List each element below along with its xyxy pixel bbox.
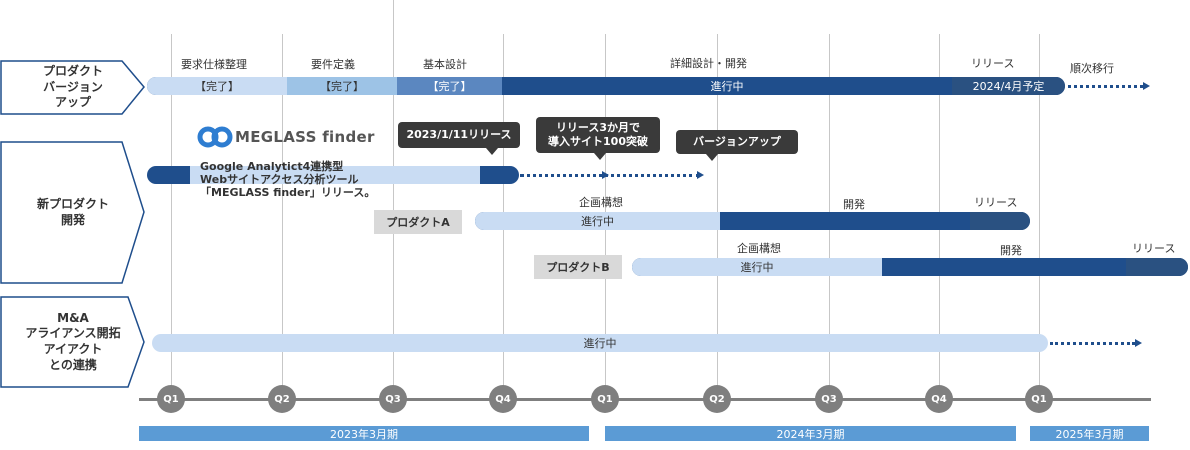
product-b-bar: 進行中: [632, 258, 1188, 276]
quarter-marker: Q2: [268, 385, 296, 413]
logo-text: MEGLASS finder: [235, 128, 375, 146]
upgrade-bar: 【完了】 【完了】 【完了】 進行中 2024/4月予定: [147, 77, 1065, 95]
fiscal-year-bar: 2023年3月期: [139, 426, 589, 441]
gridline: [171, 34, 172, 396]
finder-bar-light: [190, 166, 480, 184]
desc-line: Google Analytict4連携型: [200, 160, 344, 173]
arrow-head-icon: [1143, 82, 1150, 90]
chevron-shape: [0, 141, 145, 284]
phase-label: 企画構想: [579, 196, 623, 209]
logo-mark-icon: [197, 126, 233, 148]
finder-bar: [147, 166, 519, 184]
continuation-dots: [520, 174, 700, 177]
segment-label: 【完了】: [195, 80, 239, 93]
continuation-dots: [1068, 85, 1143, 88]
phase-label: 基本設計: [423, 58, 467, 71]
fiscal-year-label: 2023年3月期: [330, 427, 398, 441]
segment-progress: 進行中: [502, 77, 952, 95]
product-a-tag: プロダクトA: [374, 210, 462, 234]
quarter-marker: Q4: [925, 385, 953, 413]
quarter-marker: Q1: [157, 385, 185, 413]
quarter-marker: Q1: [1025, 385, 1053, 413]
arrow-head-icon: [1135, 339, 1142, 347]
callout-text: バージョンアップ: [693, 134, 781, 148]
chevron-shape: [0, 296, 145, 388]
fiscal-year-label: 2024年3月期: [776, 427, 845, 441]
segment-done: 【完了】: [147, 77, 287, 95]
phase-label: リリース: [971, 57, 1015, 70]
continuation-dots: [1050, 342, 1135, 345]
callout-milestone: リリース3か月で 導入サイト100突破: [536, 117, 660, 160]
segment-done: 【完了】: [287, 77, 397, 95]
meglass-logo: MEGLASS finder: [197, 126, 375, 148]
quarter-marker: Q4: [489, 385, 517, 413]
segment-label: 進行中: [710, 80, 744, 93]
arrow-head-icon: [697, 171, 704, 179]
desc-line: 「MEGLASS finder」リリース。: [200, 186, 376, 199]
segment-plan: 進行中: [475, 212, 720, 230]
callout-tail: [486, 148, 498, 155]
segment-label: 【完了】: [320, 80, 364, 93]
category-label: プロダクト バージョン アップ: [42, 64, 103, 110]
quarter-marker: Q3: [815, 385, 843, 413]
segment-release: [1126, 258, 1188, 276]
tag-label: プロダクトA: [386, 216, 450, 229]
callout-tail: [706, 154, 718, 161]
chevron-shape: [0, 60, 145, 115]
phase-label: リリース: [974, 196, 1018, 209]
category-label: M&A アライアンス開拓 アイアクト との連携: [25, 310, 121, 372]
fiscal-year-bar: 2025年3月期: [1030, 426, 1149, 441]
segment-label: 【完了】: [427, 80, 472, 93]
segment-label: 進行中: [740, 261, 774, 274]
fiscal-year-label: 2025年3月期: [1055, 427, 1124, 441]
callout-text: 2023/1/11リリース: [406, 127, 512, 141]
callout-tail: [594, 153, 606, 160]
category-new-product: 新プロダクト 開発: [0, 141, 146, 284]
desc-line: Webサイトアクセス分析ツール: [200, 173, 359, 186]
finder-description: Google Analytict4連携型 Webサイトアクセス分析ツール 「ME…: [200, 160, 375, 199]
phase-label: 要求仕様整理: [181, 58, 247, 71]
phase-label: 要件定義: [311, 58, 355, 71]
timeline-axis: [139, 398, 1151, 401]
category-product-upgrade: プロダクト バージョン アップ: [0, 60, 146, 115]
phase-label: 開発: [843, 198, 865, 211]
segment-label: 進行中: [581, 215, 614, 228]
phase-label: 詳細設計・開発: [670, 57, 747, 70]
callout-release-date: 2023/1/11リリース: [398, 122, 520, 155]
arrow-head-icon: [602, 171, 609, 179]
gridline: [282, 34, 283, 396]
segment-release: 2024/4月予定: [952, 77, 1065, 95]
quarter-marker: Q1: [591, 385, 619, 413]
segment-plan: 進行中: [632, 258, 882, 276]
segment-label: 2024/4月予定: [972, 80, 1045, 93]
fiscal-year-bar: 2024年3月期: [605, 426, 1016, 441]
tag-label: プロダクトB: [546, 261, 610, 274]
segment-label: 進行中: [583, 337, 617, 350]
quarter-marker: Q2: [703, 385, 731, 413]
product-a-bar: 進行中: [475, 212, 1030, 230]
product-b-tag: プロダクトB: [534, 255, 622, 279]
quarter-marker: Q3: [379, 385, 407, 413]
phase-label: 順次移行: [1070, 62, 1114, 75]
phase-label: リリース: [1132, 242, 1176, 255]
segment-progress: 進行中: [152, 334, 1048, 352]
segment-release: [970, 212, 1030, 230]
callout-version-up: バージョンアップ: [676, 130, 798, 161]
segment-done: 【完了】: [397, 77, 502, 95]
category-label: 新プロダクト 開発: [36, 196, 109, 227]
callout-text: リリース3か月で 導入サイト100突破: [548, 120, 648, 148]
phase-label: 企画構想: [737, 242, 781, 255]
category-ma: M&A アライアンス開拓 アイアクト との連携: [0, 296, 146, 388]
ma-bar: 進行中: [152, 334, 1048, 352]
phase-label: 開発: [1000, 244, 1022, 257]
gridline: [393, 0, 394, 396]
gridline: [1039, 34, 1040, 396]
